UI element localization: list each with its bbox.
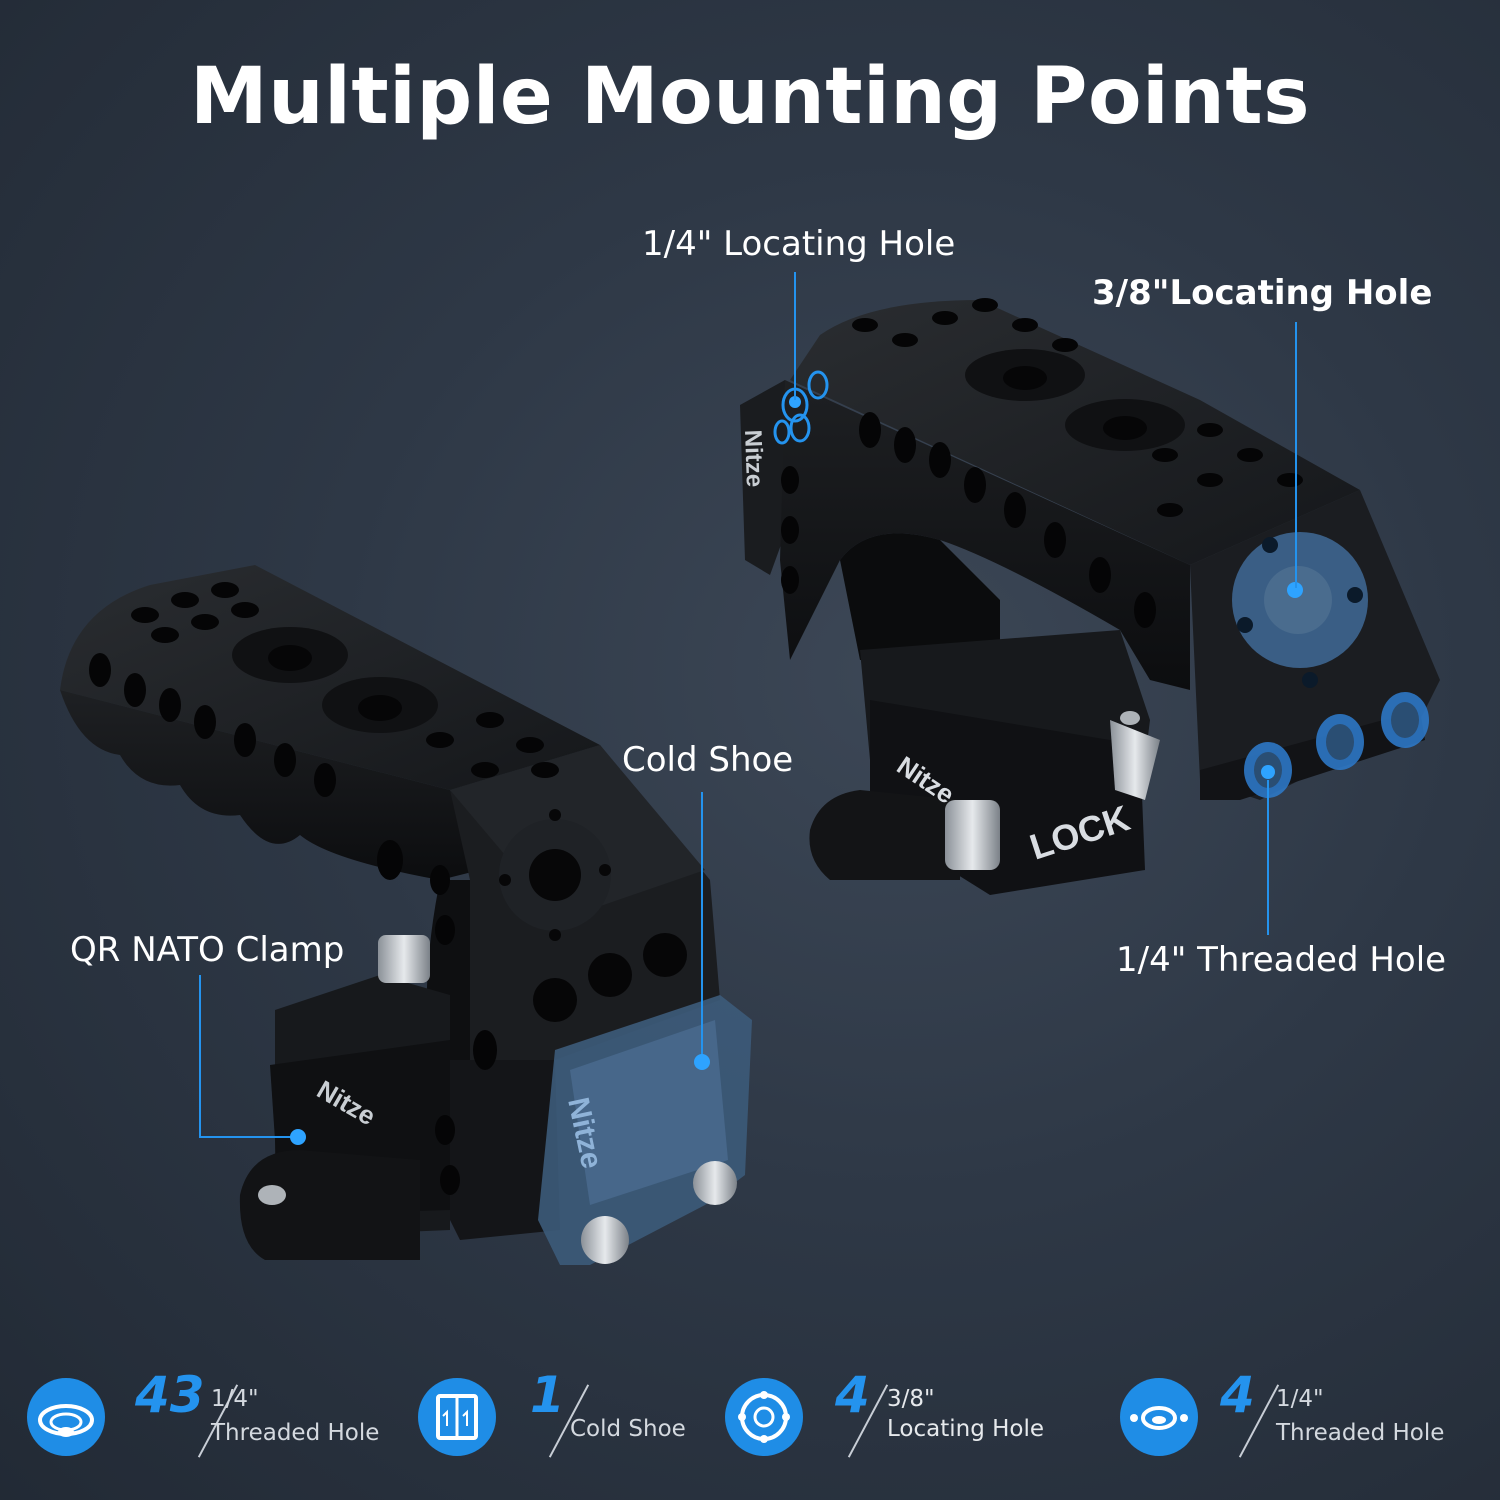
right-handle: LOCK Nitze Nitze <box>739 298 1440 895</box>
callout-nato-clamp: QR NATO Clamp <box>70 930 345 970</box>
stat-count: 4 <box>835 1366 870 1424</box>
left-handle: Nitze Nitze <box>60 565 752 1265</box>
callout-three-eighths-locating-hole: 3/8"Locating Hole <box>1092 273 1433 313</box>
threaded-hole-icon <box>27 1378 105 1456</box>
stat-count: 43 <box>135 1366 205 1424</box>
stat-cold-shoe: 1 Cold Shoe <box>418 1366 698 1476</box>
stat-locating-holes: 4 3/8" Locating Hole <box>725 1366 1055 1476</box>
page-title: Multiple Mounting Points <box>189 52 1311 142</box>
callout-quarter-threaded-hole: 1/4" Threaded Hole <box>1116 940 1447 980</box>
stat-count: 1 <box>530 1366 565 1424</box>
backplate-wordmark: Nitze <box>739 429 768 487</box>
stat-spec: 3/8" <box>887 1386 935 1412</box>
callout-cold-shoe: Cold Shoe <box>622 740 794 780</box>
leader-lines <box>199 272 1297 1138</box>
cold-shoe-icon <box>418 1378 496 1456</box>
callout-quarter-locating-hole: 1/4" Locating Hole <box>642 224 956 264</box>
locating-hole-icon <box>725 1378 803 1456</box>
quarter-locating-hole-icon <box>1120 1378 1198 1456</box>
stat-label: Threaded Hole <box>1276 1420 1445 1446</box>
stat-spec: 1/4" <box>1276 1386 1324 1412</box>
stat-quarter-holes: 4 1/4" Threaded Hole <box>1120 1366 1470 1476</box>
stat-count: 4 <box>1220 1366 1255 1424</box>
stat-label: Threaded Hole <box>211 1420 380 1446</box>
stat-threaded-holes: 43 1/4" Threaded Hole <box>27 1366 397 1476</box>
stat-label: Locating Hole <box>887 1416 1045 1442</box>
stat-spec: 1/4" <box>211 1386 259 1412</box>
stat-label: Cold Shoe <box>570 1416 686 1442</box>
